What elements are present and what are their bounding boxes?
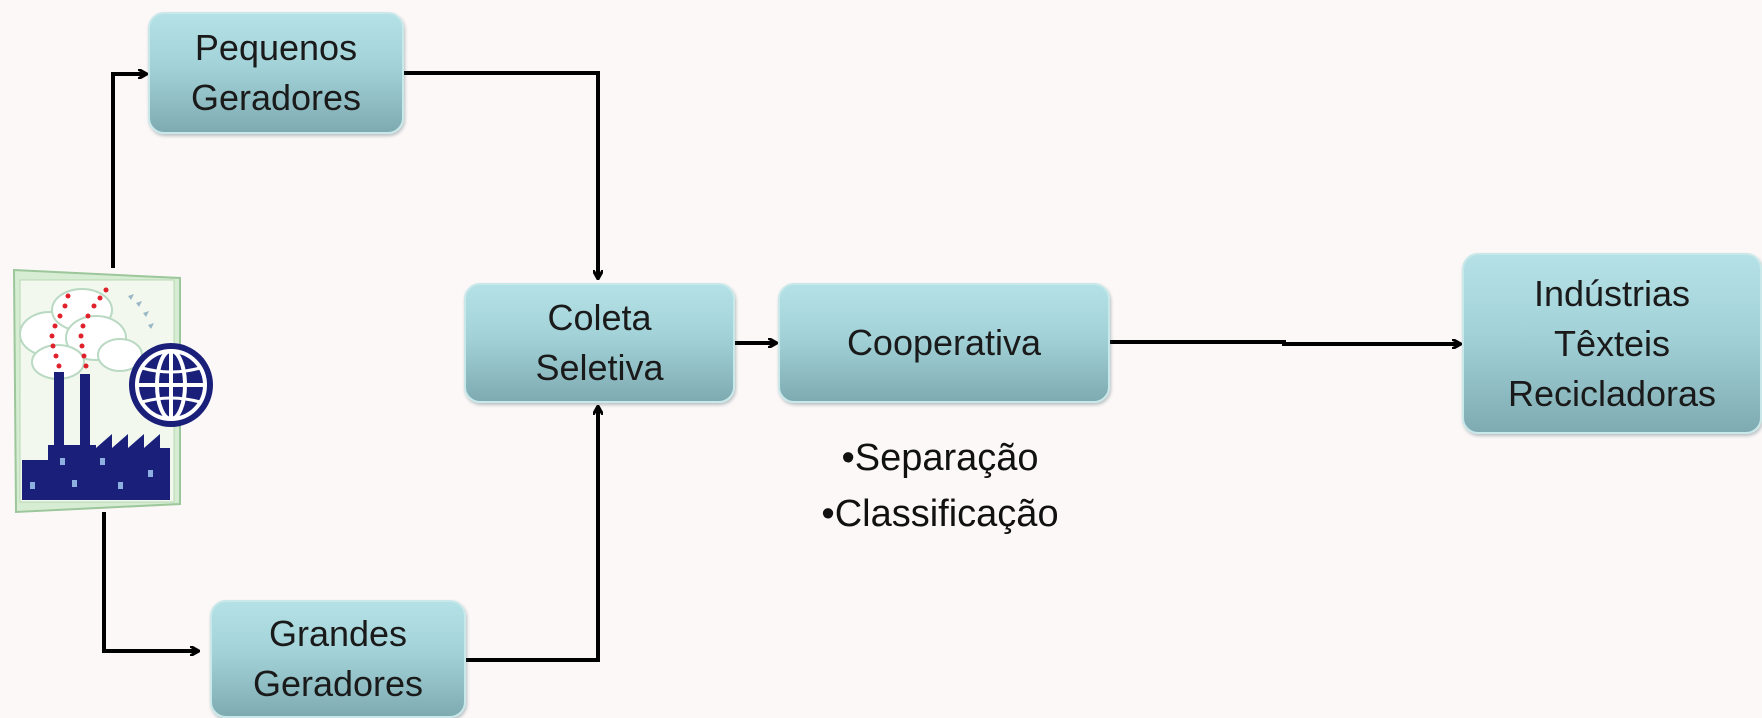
task-classificacao: •Classificação xyxy=(821,493,1059,535)
globe-icon xyxy=(129,343,213,427)
node-cooperativa: Cooperativa xyxy=(778,283,1110,403)
task-separacao: •Separação xyxy=(841,437,1039,479)
node-pequenos-geradores: Pequenos Geradores xyxy=(148,12,404,134)
arrow-factory-to-grandes xyxy=(102,512,198,651)
arrow-factory-to-pequenos xyxy=(111,74,146,268)
arrow-cooperativa-to-industrias xyxy=(1109,342,1460,344)
cooperativa-task-list: •Separação •Classificação xyxy=(790,430,1090,542)
arrow-pequenos-to-coleta xyxy=(402,71,598,278)
node-grandes-geradores: Grandes Geradores xyxy=(210,600,466,718)
node-industrias-texteis-recicladoras: Indústrias Têxteis Recicladoras xyxy=(1462,253,1762,434)
node-coleta-seletiva: Coleta Seletiva xyxy=(464,283,735,403)
factory-globe-icon xyxy=(12,268,213,514)
arrow-grandes-to-coleta xyxy=(464,407,598,662)
